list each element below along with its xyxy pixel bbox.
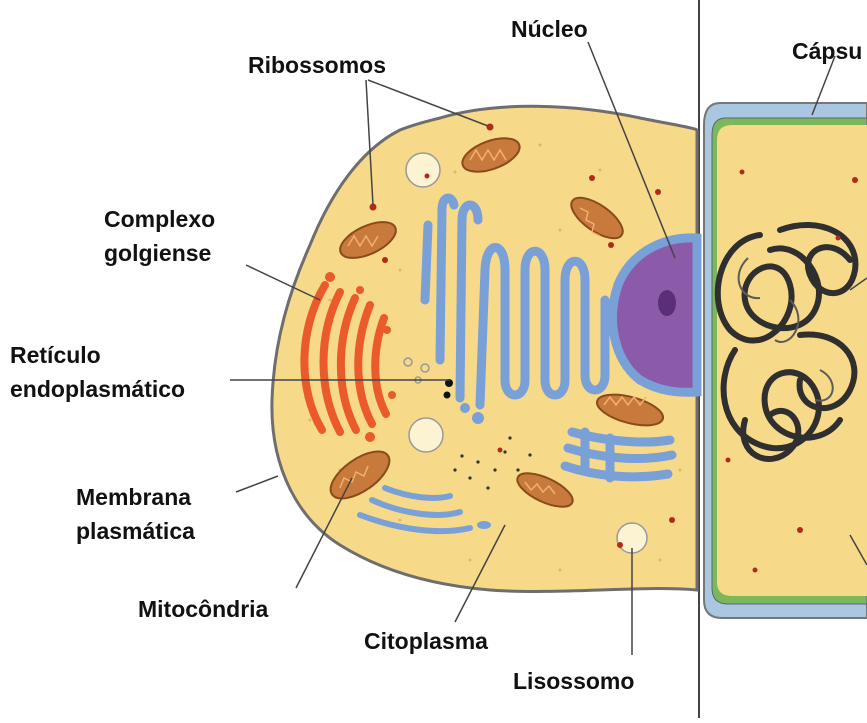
ribosome [836,236,841,241]
label-plasmatica: plasmática [76,516,195,546]
eukaryotic-cell [272,106,697,591]
label-citoplasma: Citoplasma [364,626,488,656]
label-reticulo: Retículo [10,340,101,370]
label-membrana: Membrana [76,482,191,512]
leader-membrana [236,476,278,492]
ribosome [797,527,803,533]
label-complexo: Complexo [104,204,215,234]
label-nucleo: Núcleo [511,14,588,44]
ribosome [753,568,758,573]
label-capsula: Cápsu [792,36,862,66]
er-vesicle [477,521,491,529]
ribosome [852,177,858,183]
nucleolus [658,290,676,316]
label-mitocondria: Mitocôndria [138,594,268,624]
label-lisossomo: Lisossomo [513,666,634,696]
label-ribossomos: Ribossomos [248,50,386,80]
label-endoplasmatico: endoplasmático [10,374,185,404]
lysosome [409,418,443,452]
leader-ribossomos-2 [368,80,488,126]
lysosome [406,153,440,187]
prokaryotic-cytoplasm [717,125,867,596]
ribosome [740,170,745,175]
ribosome [726,458,731,463]
prokaryotic-cell [704,103,867,618]
label-golgiense: golgiense [104,238,211,268]
